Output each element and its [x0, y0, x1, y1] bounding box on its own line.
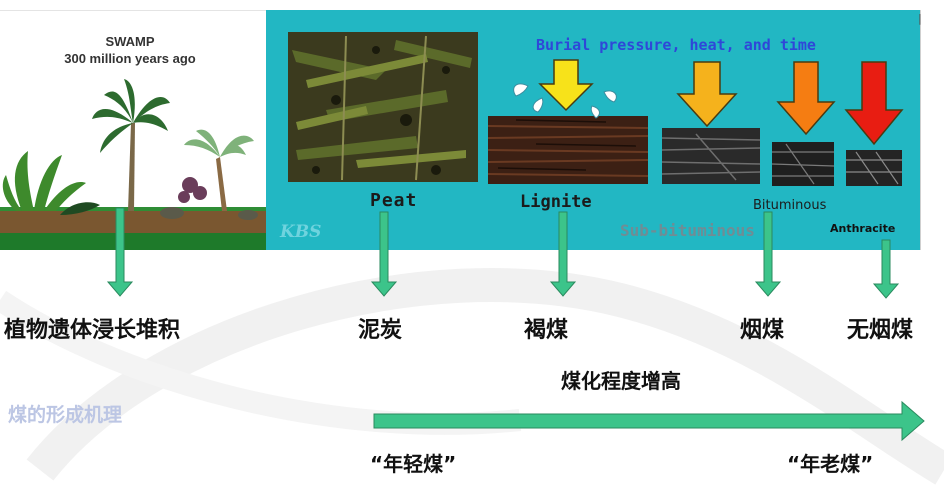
anthracite-cn-label: 无烟煤	[847, 318, 914, 343]
peat-cn-label: 泥炭	[358, 318, 403, 343]
bituminous-en-label: Bituminous	[753, 198, 827, 213]
watermark-title: 煤的形成机理	[8, 404, 123, 426]
burial-caption: Burial pressure, heat, and time	[536, 36, 816, 54]
anthracite-block	[846, 150, 902, 186]
plant-remains-label: 植物遗体浸长堆积	[4, 318, 181, 343]
slide-edge	[920, 10, 944, 250]
lignite-en-label: Lignite	[520, 192, 592, 212]
swamp-title: SWAMP 300 million years ago	[0, 33, 260, 67]
lignite-block	[487, 116, 649, 184]
coalification-label: 煤化程度增高	[561, 369, 681, 393]
kbs-logo: KBS	[280, 222, 322, 242]
edge-tick-icon: |	[918, 12, 922, 25]
peat-block	[288, 32, 478, 182]
old-coal-label: “年老煤”	[787, 452, 874, 476]
bituminous-block	[771, 142, 835, 186]
swamp-title-line1: SWAMP	[105, 34, 155, 49]
coal-layers-illustration	[288, 32, 904, 186]
bituminous-cn-label: 烟煤	[740, 318, 785, 343]
coal-formation-panel: Burial pressure, heat, and time Peat Lig…	[266, 10, 920, 250]
sub-bituminous-block	[661, 128, 761, 184]
anthracite-en-label: Anthracite	[830, 222, 896, 235]
sub-bituminous-en-label: Sub-bituminous	[620, 221, 755, 240]
swamp-panel: SWAMP 300 million years ago	[0, 10, 266, 250]
lignite-cn-label: 褐煤	[524, 318, 569, 343]
swamp-title-line2: 300 million years ago	[64, 51, 196, 66]
young-coal-label: “年轻煤”	[370, 452, 457, 476]
peat-en-label: Peat	[370, 190, 418, 211]
